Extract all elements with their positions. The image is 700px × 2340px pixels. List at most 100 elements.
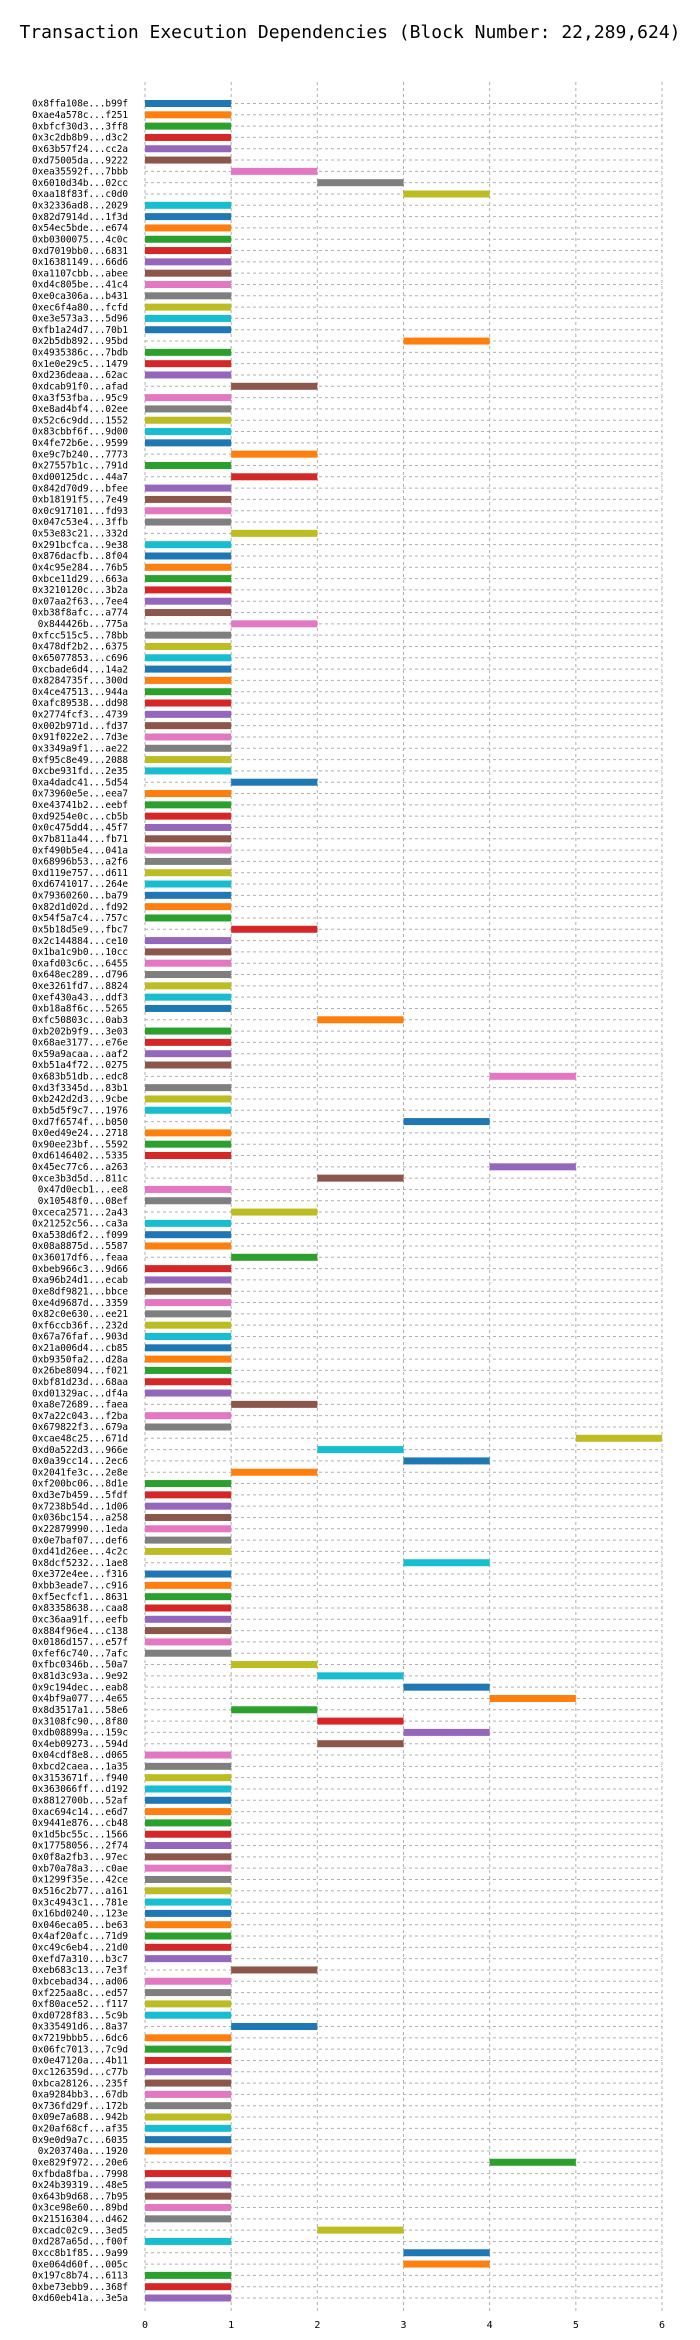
transaction-label: 0xb202b9f9...3e03 xyxy=(32,1026,128,1037)
dependency-bar xyxy=(145,269,232,277)
dependency-bar xyxy=(145,1774,232,1782)
transaction-label: 0xa9284bb3...67db xyxy=(32,2090,128,2101)
dependency-bar xyxy=(145,1276,232,1284)
transaction-label: 0x1ba1c9b0...10cc xyxy=(32,947,128,958)
transaction-label: 0xafc89538...dd98 xyxy=(32,698,128,709)
transaction-label: 0xc49c6eb4...21d0 xyxy=(32,1943,128,1954)
transaction-label: 0x9c194dec...eab8 xyxy=(32,1682,128,1693)
transaction-label: 0x82d7914d...1f3d xyxy=(32,212,128,223)
transaction-label: 0xa4dadc41...5d54 xyxy=(32,777,128,788)
transaction-label: 0x0a39cc14...2ec6 xyxy=(32,1456,128,1467)
dependency-bar xyxy=(145,100,232,107)
transaction-label: 0x679822f3...679a xyxy=(32,1422,128,1433)
transaction-label: 0x6010d34b...02cc xyxy=(32,178,128,189)
dependency-bar xyxy=(145,133,232,141)
transaction-label: 0x3ce98e60...89bd xyxy=(32,2203,128,2214)
transaction-label: 0x10548f0...08ef xyxy=(38,1196,128,1207)
dependency-bar xyxy=(145,823,232,831)
transaction-label: 0xac694c14...e6d7 xyxy=(32,1807,128,1818)
transaction-label: 0x08a8875d...5587 xyxy=(32,1241,128,1252)
dependency-bar xyxy=(145,2056,232,2064)
transaction-label: 0xd9254e0c...cb5b xyxy=(32,811,128,822)
transaction-label: 0x52c6c9dd...1552 xyxy=(32,415,128,426)
dependency-bar xyxy=(231,1400,318,1408)
dependency-bar xyxy=(145,1219,232,1227)
transaction-label: 0xaa18f83f...c0d0 xyxy=(32,189,128,200)
transaction-label: 0x68ae3177...e76e xyxy=(32,1038,128,1049)
transaction-label: 0xceca2571...2a43 xyxy=(32,1207,128,1218)
transaction-label: 0x4935386c...7bdb xyxy=(32,348,128,359)
dependency-bar xyxy=(145,484,232,492)
transaction-label: 0xb9350fa2...d28a xyxy=(32,1354,128,1365)
dependency-bar xyxy=(145,518,232,526)
dependency-bar xyxy=(145,2113,232,2121)
transaction-label: 0xe8df9821...bbce xyxy=(32,1286,128,1297)
dependency-bar xyxy=(231,1661,318,1669)
dependency-bar xyxy=(145,1321,232,1329)
dependency-bar xyxy=(145,280,232,288)
dependency-bar xyxy=(145,1615,232,1623)
dependency-bar xyxy=(145,2147,232,2155)
dependency-bar xyxy=(145,1875,232,1883)
transaction-label: 0x53e83c21...332d xyxy=(32,529,128,540)
dependency-bar xyxy=(145,224,232,232)
transaction-label: 0x1299f35e...42ce xyxy=(32,1875,128,1886)
dependency-bar xyxy=(403,1683,490,1691)
dependency-bar xyxy=(145,1547,232,1555)
dependency-bar xyxy=(145,416,232,424)
transaction-label: 0xe4d9687d...3359 xyxy=(32,1298,128,1309)
dependency-bar xyxy=(145,1751,232,1759)
dependency-bar xyxy=(231,925,318,933)
dependency-bar xyxy=(145,1830,232,1838)
x-tick-label: 4 xyxy=(487,2320,493,2331)
dependency-bar xyxy=(145,948,232,956)
dependency-bar xyxy=(145,857,232,865)
dependency-bar xyxy=(145,1084,232,1092)
transaction-label: 0x82c0e630...ee21 xyxy=(32,1309,128,1320)
transaction-label: 0x0e7baf07...def6 xyxy=(32,1535,128,1546)
transaction-label: 0x4ce47513...944a xyxy=(32,687,128,698)
dependency-bar xyxy=(145,642,232,650)
dependency-bar xyxy=(145,1525,232,1533)
transaction-label: 0xea35592f...7bbb xyxy=(32,167,128,178)
dependency-bar xyxy=(145,733,232,741)
transaction-label: 0xf200bc06...8d1e xyxy=(32,1479,128,1490)
dependency-bar xyxy=(145,835,232,843)
dependency-bar xyxy=(145,1989,232,1997)
transaction-label: 0xf5ecfcf1...8631 xyxy=(32,1592,128,1603)
transaction-label: 0xae4a578c...f251 xyxy=(32,110,128,121)
dependency-bar xyxy=(231,450,318,458)
transaction-label: 0xe43741b2...eebf xyxy=(32,800,128,811)
dependency-bar xyxy=(145,869,232,877)
dependency-bar xyxy=(145,2204,232,2212)
transaction-label: 0xd287a65d...f00f xyxy=(32,2237,128,2248)
transaction-label: 0xfb1a24d7...70b1 xyxy=(32,325,128,336)
dependency-bar xyxy=(145,790,232,798)
transaction-label: 0xce3b3d5d...811c xyxy=(32,1173,128,1184)
dependency-bar xyxy=(145,1480,232,1488)
transaction-label: 0xe9c7b240...7773 xyxy=(32,449,128,460)
transaction-label: 0xe829f972...20e6 xyxy=(32,2157,128,2168)
transaction-label: 0x0186d157...e57f xyxy=(32,1637,128,1648)
transaction-label: 0x2041fe3c...2e8e xyxy=(32,1467,128,1478)
transaction-label: 0xbcebad34...ad06 xyxy=(32,1976,128,1987)
transaction-label: 0x4eb09273...594d xyxy=(32,1739,128,1750)
dependency-bar xyxy=(145,439,232,447)
transaction-label: 0xf6ccb36f...232d xyxy=(32,1320,128,1331)
transaction-label: 0x32336ad8...2029 xyxy=(32,201,128,212)
dependency-bar xyxy=(145,722,232,730)
transaction-label: 0x91f022e2...7d3e xyxy=(32,732,128,743)
transaction-label: 0x516c2b77...a161 xyxy=(32,1886,128,1897)
transaction-label: 0xa3f53fba...95c9 xyxy=(32,393,128,404)
dependency-bar xyxy=(145,2068,232,2076)
transaction-label: 0x036bc154...a258 xyxy=(32,1513,128,1524)
transaction-label: 0x9e0d9a7c...6035 xyxy=(32,2135,128,2146)
dependency-bar xyxy=(145,1242,232,1250)
transaction-label: 0xdb08899a...159c xyxy=(32,1728,128,1739)
transaction-label: 0x21a006d4...cb85 xyxy=(32,1343,128,1354)
dependency-bar xyxy=(317,1717,404,1725)
dependency-bar xyxy=(145,2090,232,2098)
transaction-label: 0x17758056...2f74 xyxy=(32,1841,128,1852)
